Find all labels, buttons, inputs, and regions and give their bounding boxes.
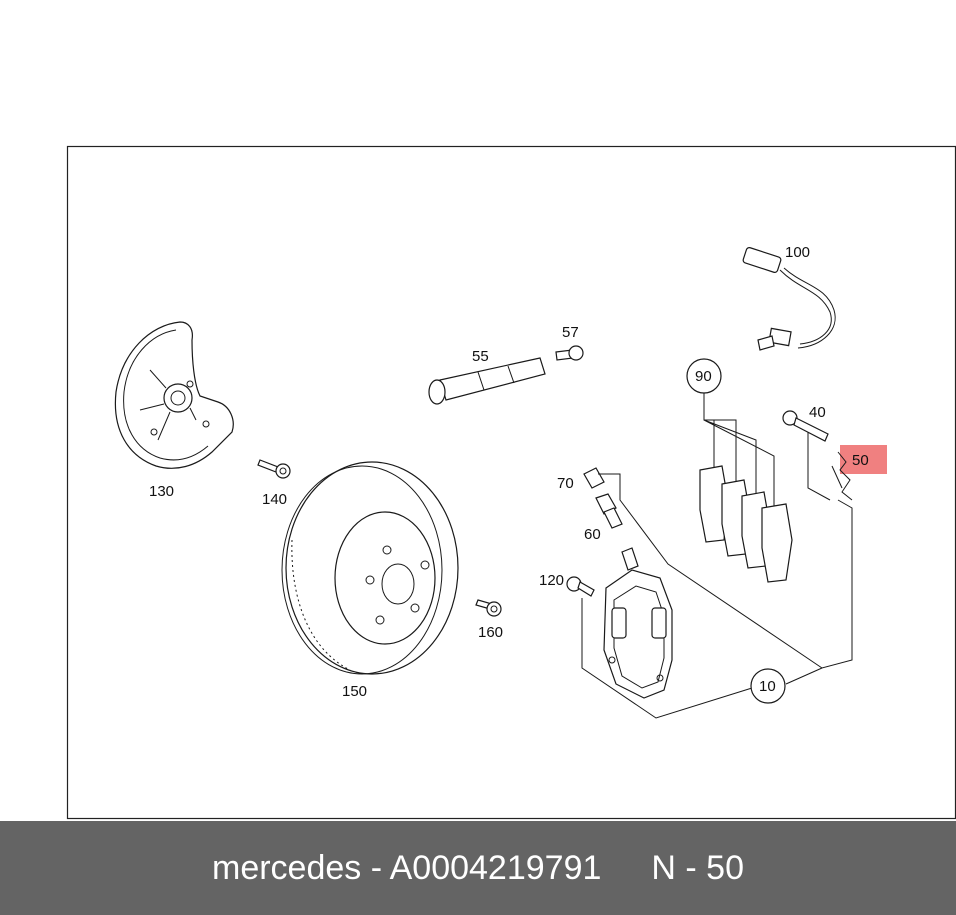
brake-pads-part[interactable]	[699, 465, 793, 583]
label-55: 55	[472, 348, 489, 365]
position-ref-text: N - 50	[651, 848, 744, 887]
label-57: 57	[562, 324, 579, 341]
bleeder-valve-part[interactable]	[595, 493, 623, 529]
disc-screw-part[interactable]	[475, 599, 502, 617]
bolt-57-part[interactable]	[555, 345, 584, 361]
label-60: 60	[584, 526, 601, 543]
label-10: 10	[759, 678, 776, 695]
guide-pin-part[interactable]	[428, 357, 546, 405]
part-number-text: mercedes - A0004219791	[212, 848, 602, 887]
label-120: 120	[539, 572, 564, 589]
diagram-frame	[66, 145, 956, 820]
label-50: 50	[852, 452, 869, 469]
label-90: 90	[695, 368, 712, 385]
wear-sensor-part[interactable]	[742, 247, 836, 351]
label-70: 70	[557, 475, 574, 492]
bleeder-cap-part[interactable]	[583, 467, 605, 489]
label-160: 160	[478, 624, 503, 641]
spring-clip-part[interactable]	[831, 451, 853, 501]
bolt-40-part[interactable]	[782, 410, 829, 442]
splash-shield-part[interactable]	[114, 321, 234, 469]
footer-bar: mercedes - A0004219791 N - 50	[0, 821, 956, 915]
label-40: 40	[809, 404, 826, 421]
label-100: 100	[785, 244, 810, 261]
label-150: 150	[342, 683, 367, 700]
brake-disc-part[interactable]	[281, 461, 459, 675]
callout-10	[750, 668, 786, 704]
label-140: 140	[262, 491, 287, 508]
caliper-bolt-part[interactable]	[566, 576, 595, 597]
shield-bolt-part[interactable]	[257, 459, 291, 479]
assembly-10-outline	[598, 473, 853, 669]
label-130: 130	[149, 483, 174, 500]
brake-caliper-part[interactable]	[603, 547, 673, 699]
highlight-box	[840, 445, 887, 474]
assembly-10-lines	[581, 598, 823, 719]
